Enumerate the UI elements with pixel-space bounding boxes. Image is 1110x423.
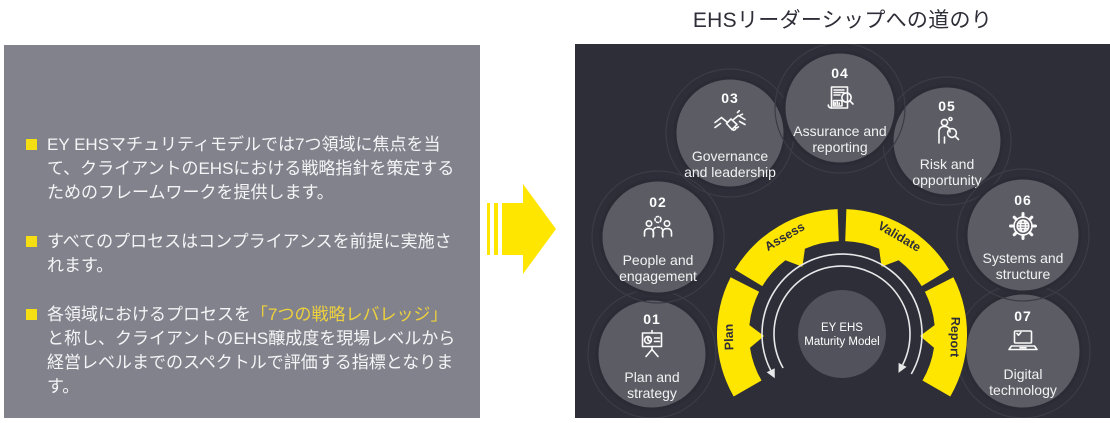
center-hub: EY EHS Maturity Model [798,290,886,378]
node-label-line: People and [623,252,694,268]
maturity-diagram: 01 Plan and strategy 07 Digital technolo… [587,42,1091,419]
phase-label-report: Report [947,317,962,358]
node-governance-leadership: 03 Governance and leadership [665,68,795,198]
bullet-item: すべてのプロセスはコンプライアンスを前提に実施されます。 [26,230,462,278]
node-label-line: Assurance and [793,123,886,139]
cycle-arc-outer [761,253,923,375]
node-label-line: structure [996,266,1051,282]
left-panel: EY EHSマチュリティモデルでは7つ領域に焦点を当て、クライアントのEHSにお… [4,45,480,418]
node-label-line: Digital [1004,366,1043,382]
center-label-line: EY EHS [821,322,863,334]
bullet-text: EY EHSマチュリティモデルでは7つ領域に焦点を当て、クライアントのEHSにお… [47,135,455,202]
bullet-text: すべてのプロセスはコンプライアンスを前提に実施されます。 [47,232,452,275]
bullet-item: EY EHSマチュリティモデルでは7つ領域に焦点を当て、クライアントのEHSにお… [26,133,462,205]
node-label-line: reporting [812,139,867,155]
bullet-text-before: 各領域におけるプロセスを [47,305,251,324]
bullet-square-icon [26,309,37,320]
center-label-line: Maturity Model [804,336,879,348]
bullet-square-icon [26,139,37,150]
page-title: EHSリーダーシップへの道のり [692,9,993,32]
cycle-arrowhead-right-icon [898,362,907,373]
cycle-arc-inner [773,265,911,369]
bullet-item: 各領域におけるプロセスを「7つの戦略レバレッジ」と称し、クライアントのEHS醸成… [26,303,462,399]
node-halo-ring [956,168,1090,302]
node-label-line: engagement [619,268,697,284]
node-label-line: Governance [692,148,768,164]
node-label-line: opportunity [912,172,981,188]
bullet-text: 各領域におけるプロセスを「7つの戦略レバレッジ」と称し、クライアントのEHS醸成… [47,303,462,399]
node-people-engagement: 02 People and engagement [591,170,725,304]
phase-label-plan: Plan [722,324,737,351]
node-plan-strategy: 01 Plan and strategy [587,289,717,419]
node-systems-structure: 06 Systems and structure [956,168,1090,302]
node-label-line: technology [989,382,1057,398]
gear-globe-icon [1009,212,1037,240]
node-circle [599,178,717,296]
node-halo-ring [591,170,725,304]
node-label-line: and leadership [684,164,776,180]
node-label-line: Plan and [624,369,679,385]
node-risk-opportunity: 05 Risk and opportunity [882,76,1012,206]
node-number: 01 [643,311,661,327]
maturity-diagram-panel: 01 Plan and strategy 07 Digital technolo… [575,42,1110,419]
bullet-text-after: と称し、クライアントのEHS醸成度を現場レベルから経営レベルまでのスペクトルで評… [47,329,456,396]
center-circle [798,290,886,378]
node-label-line: strategy [627,385,677,401]
bullet-square-icon [26,236,37,247]
node-label-line: Systems and [983,250,1064,266]
phase-arc-validate [845,209,950,287]
highlight-text: 「7つの戦略レバレッジ」 [251,305,448,324]
node-circle [673,76,787,190]
node-number: 02 [649,194,667,210]
node-circle [890,84,1004,198]
node-number: 04 [831,65,849,81]
node-number: 07 [1014,308,1032,324]
phase-arc-plan [716,277,764,397]
node-assurance-reporting: 04 Assurance and reporting [774,42,906,174]
node-number: 06 [1014,192,1032,208]
node-number: 03 [721,90,739,106]
transition-arrow-icon [487,182,559,281]
phase-arc-report [920,277,968,397]
node-digital-technology: 07 Digital technology [955,283,1091,419]
cycle-arrowhead-left-icon [766,368,775,379]
node-number: 05 [938,98,956,114]
node-label-line: Risk and [920,156,974,172]
phase-arc-assess [734,209,839,287]
node-circle [595,297,709,411]
